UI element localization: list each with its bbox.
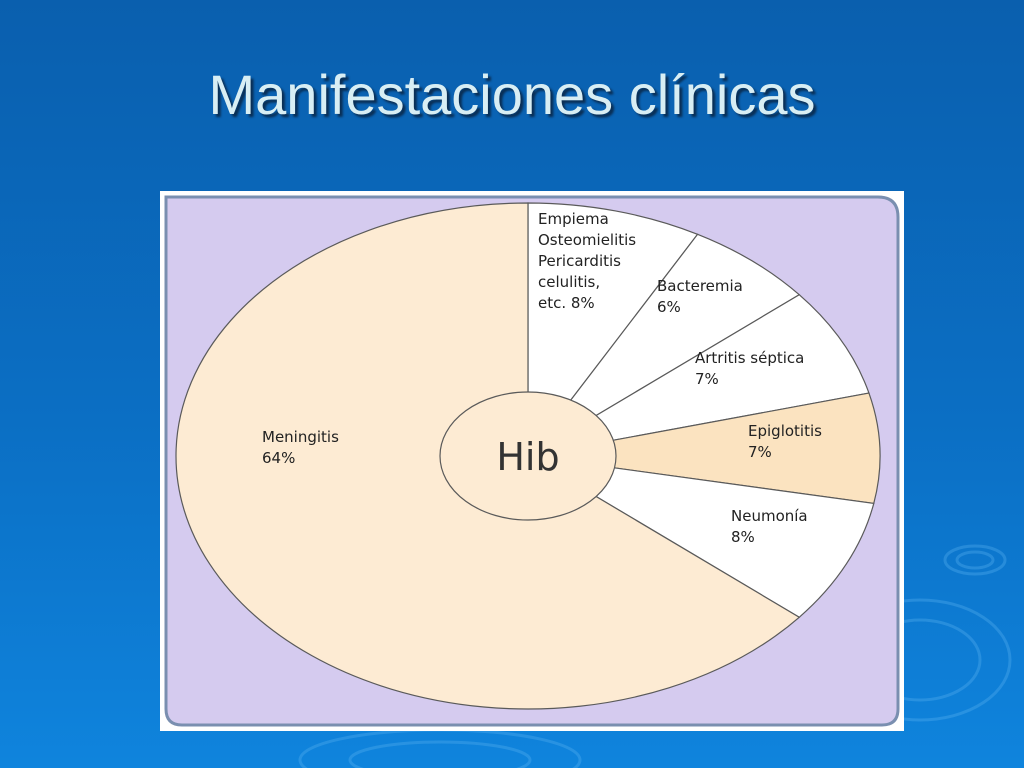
pie-slice [527,233,801,457]
pie-slice [527,455,875,619]
center-circle [439,391,617,521]
center-label: Hib [496,435,559,479]
pie-slice [527,202,699,458]
slide-title: Manifestaciones clínicas [208,63,816,126]
pie-slice [527,392,881,505]
pie-slice [527,293,870,457]
